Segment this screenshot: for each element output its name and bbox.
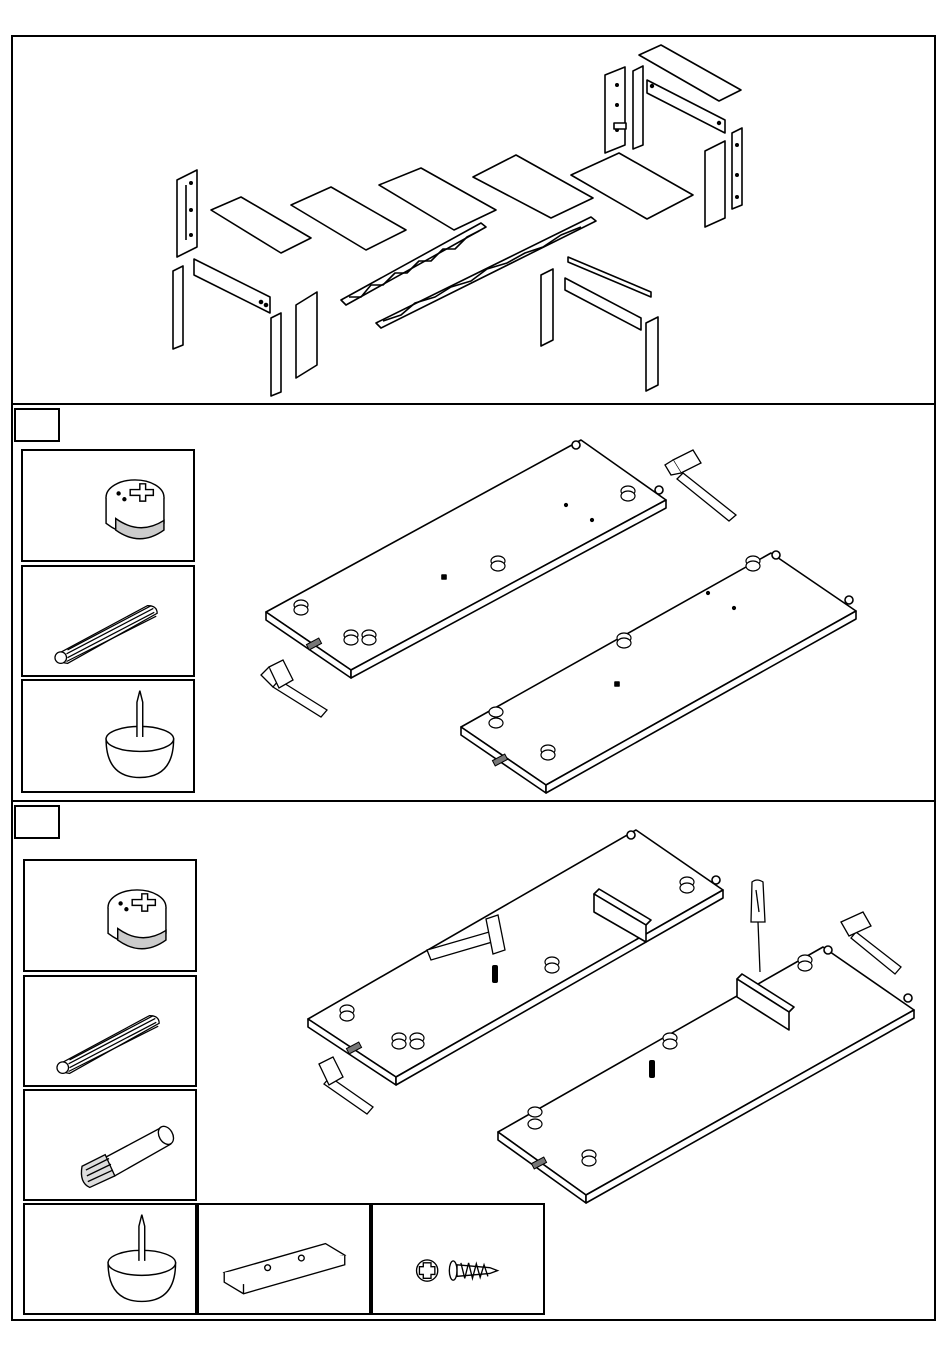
cam-lock-marker xyxy=(582,1150,596,1166)
step-1-assembly-drawing xyxy=(11,405,936,802)
cam-lock-marker xyxy=(410,1033,424,1049)
side-panel-thin xyxy=(633,66,643,149)
step-2-section xyxy=(11,800,936,1321)
divider-panel xyxy=(296,292,317,378)
side-panel-front xyxy=(271,313,281,396)
exploded-overview xyxy=(11,35,936,403)
side-panel-lower-left xyxy=(173,266,183,349)
cam-lock-marker xyxy=(344,630,358,645)
hammer-icon xyxy=(319,1057,373,1114)
slat-long xyxy=(376,217,596,328)
cam-lock-marker xyxy=(392,1033,406,1049)
cam-lock-marker xyxy=(491,556,505,571)
cam-lock-marker xyxy=(541,745,555,760)
shelf-5 xyxy=(571,153,693,219)
hammer-icon xyxy=(665,450,736,521)
step-1-section xyxy=(11,403,936,800)
cam-lock-marker xyxy=(663,1033,677,1049)
side-panel-far xyxy=(705,141,725,227)
post-front xyxy=(646,317,658,391)
post-short xyxy=(541,269,553,346)
side-panel-end xyxy=(732,128,742,209)
side-panel-right xyxy=(605,67,626,153)
back-panel xyxy=(194,259,270,313)
cam-lock-marker xyxy=(617,633,631,648)
shelf-board-upper xyxy=(266,440,666,678)
cam-lock-marker xyxy=(294,600,308,615)
hammer-icon xyxy=(841,912,901,974)
cam-lock-marker xyxy=(680,877,694,893)
cam-lock-marker xyxy=(545,957,559,973)
cam-lock-marker xyxy=(746,556,760,571)
cam-lock-marker xyxy=(798,955,812,971)
step-2-assembly-drawing xyxy=(11,802,936,1323)
exploded-parts-drawing xyxy=(11,35,936,403)
hammer-icon xyxy=(261,660,327,717)
side-panel-left xyxy=(177,170,197,257)
screwdriver-icon xyxy=(751,880,765,972)
cam-lock-marker xyxy=(621,486,635,501)
shelf-2 xyxy=(291,187,406,250)
cam-lock-marker xyxy=(340,1005,354,1021)
cam-lock-marker xyxy=(362,630,376,645)
